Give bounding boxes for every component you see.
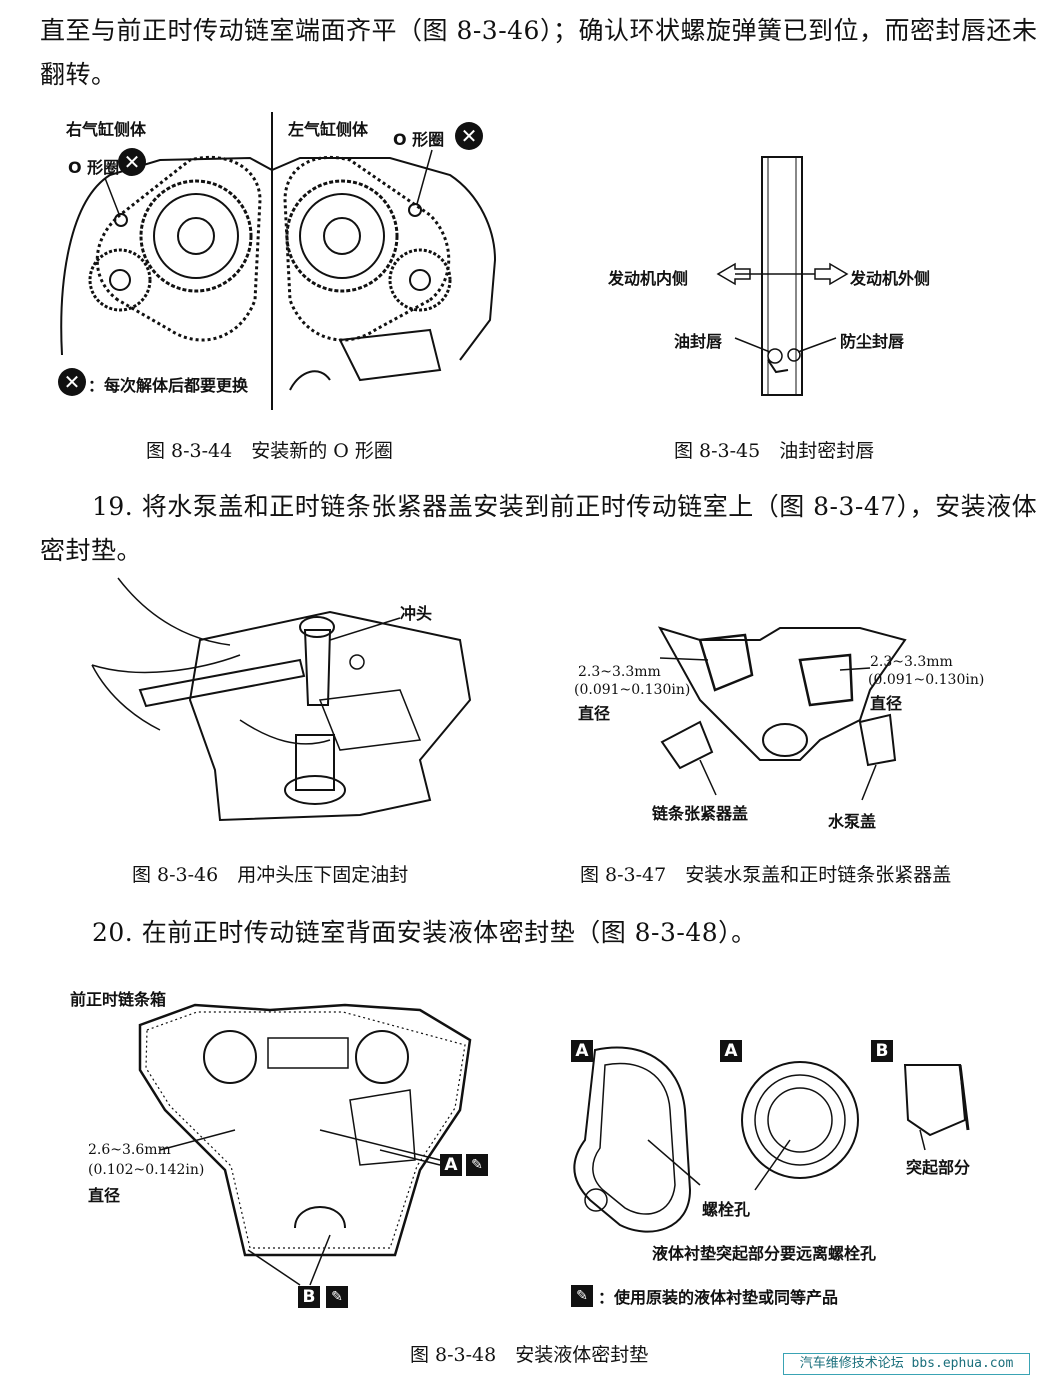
label-engine-outer: 发动机外侧: [850, 269, 931, 288]
fig47-left-dim-1: 2.3~3.3mm: [578, 664, 661, 680]
fig47-left-dim-3: 直径: [578, 704, 611, 723]
label-water-pump-cover: 水泵盖: [828, 812, 877, 831]
caption-8-3-46: 图 8-3-46 用冲头压下固定油封: [132, 864, 409, 886]
label-protrusion: 突起部分: [906, 1158, 971, 1177]
step-19-line-1: 19. 将水泵盖和正时链条张紧器盖安装到前正时传动链室上（图 8-3-47），安…: [92, 492, 1038, 521]
fig44-legend: ：每次解体后都要更换: [88, 376, 249, 395]
forum-watermark: 汽车维修技术论坛 bbs.ephua.com: [783, 1353, 1030, 1375]
label-left-bank: 左气缸侧体: [288, 120, 369, 139]
caption-8-3-44: 图 8-3-44 安装新的 O 形圈: [146, 440, 393, 462]
label-front-timing-case: 前正时链条箱: [70, 990, 167, 1009]
pen-icon: ✎: [571, 1285, 593, 1307]
detail-b-box: B: [298, 1286, 320, 1308]
label-dust-lip: 防尘封唇: [840, 332, 905, 351]
replace-icon: ✕: [455, 122, 483, 150]
fig47-left-dim-2: (0.091~0.130in): [574, 682, 691, 698]
label-oring-right: O 形圈: [393, 130, 445, 149]
fig47-right-dim-1: 2.3~3.3mm: [870, 654, 953, 670]
fig48-dim-2: (0.102~0.142in): [88, 1162, 205, 1178]
detail-a-box: A: [440, 1154, 462, 1176]
fig48-dim-3: 直径: [88, 1186, 121, 1205]
fig48-legend: ：使用原装的液体衬垫或同等产品: [598, 1288, 839, 1307]
label-oring-left: O 形圈: [68, 158, 120, 177]
label-chain-tensioner-cover: 链条张紧器盖: [652, 804, 749, 823]
label-oil-lip: 油封唇: [674, 332, 723, 351]
label-engine-inner: 发动机内侧: [608, 269, 689, 288]
pen-icon: ✎: [466, 1154, 488, 1176]
step-20-line-1: 20. 在前正时传动链室背面安装液体密封垫（图 8-3-48）。: [92, 918, 757, 947]
step-19-line-2: 密封垫。: [40, 536, 143, 565]
fig47-right-dim-3: 直径: [870, 694, 903, 713]
intro-line-2: 翻转。: [40, 60, 117, 89]
fig47-right-dim-2: (0.091~0.130in): [868, 672, 985, 688]
detail-a2-box: A: [720, 1040, 742, 1062]
detail-a1-box: A: [571, 1040, 593, 1062]
label-right-bank: 右气缸侧体: [66, 120, 147, 139]
caption-8-3-45: 图 8-3-45 油封密封唇: [674, 440, 875, 462]
detail-b2-box: B: [871, 1040, 893, 1062]
fig48-note: 液体衬垫突起部分要远离螺栓孔: [652, 1244, 877, 1263]
intro-line-1: 直至与前正时传动链室端面齐平（图 8-3-46）；确认环状螺旋弹簧已到位，而密封…: [40, 16, 1038, 45]
fig48-dim-1: 2.6~3.6mm: [88, 1142, 171, 1158]
replace-icon: ✕: [118, 148, 146, 176]
label-punch: 冲头: [400, 604, 433, 623]
pen-icon: ✎: [326, 1286, 348, 1308]
caption-8-3-47: 图 8-3-47 安装水泵盖和正时链条张紧器盖: [580, 864, 952, 886]
caption-8-3-48: 图 8-3-48 安装液体密封垫: [410, 1344, 649, 1366]
label-bolt-hole: 螺栓孔: [702, 1200, 751, 1219]
replace-icon: ✕: [58, 368, 86, 396]
